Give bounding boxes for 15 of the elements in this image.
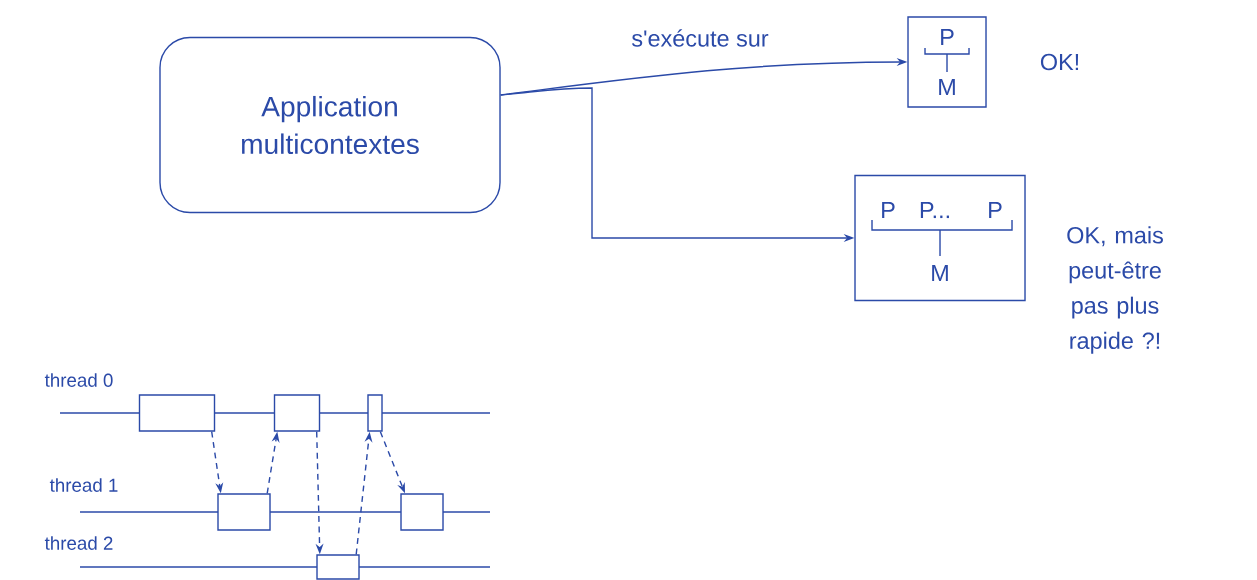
task-box (217, 493, 271, 531)
processor-box: P M (907, 16, 987, 108)
note: OK, mais peut-être pas plus rapide ?! (1067, 226, 1163, 354)
thread-label: thread 2 (44, 536, 113, 550)
edge-label: s'exécute sur (629, 26, 771, 50)
task-box (138, 394, 216, 432)
rounded-box: Application multicontextes (159, 36, 501, 214)
processor-box: P P... P M (854, 174, 1026, 302)
thread-label: thread 1 (49, 478, 118, 492)
task-box (400, 493, 444, 531)
task-box (367, 394, 383, 432)
task-box (316, 554, 360, 580)
task-box (273, 394, 321, 432)
note: OK! (1040, 53, 1079, 71)
thread-label: thread 0 (44, 373, 113, 387)
